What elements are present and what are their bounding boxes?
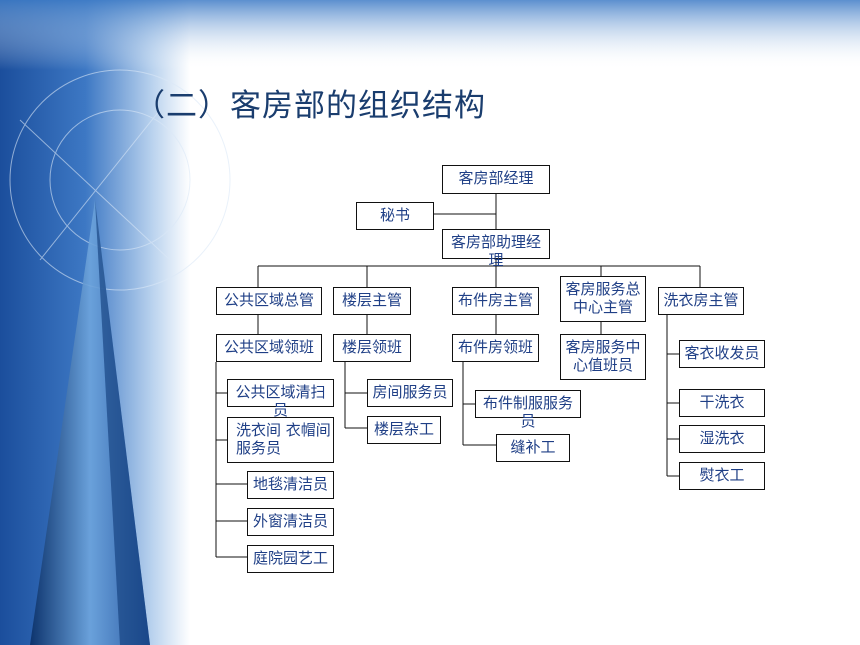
node-linen-captain: 布件房领班 [452,334,539,362]
node-wet-cleaning: 湿洗衣 [679,425,765,453]
node-floor-captain: 楼层领班 [333,334,411,362]
node-service-center-attendant: 客房服务中心值班员 [560,334,646,380]
node-floor-supervisor: 楼层主管 [333,287,411,315]
node-laundry-supervisor: 洗衣房主管 [658,287,744,315]
page-title: （二）客房部的组织结构 [134,88,486,124]
node-dry-cleaning: 干洗衣 [679,389,765,417]
node-seamstress: 缝补工 [496,434,570,462]
node-gardener: 庭院园艺工 [247,545,334,573]
node-secretary: 秘书 [356,202,434,230]
node-floor-worker: 楼层杂工 [367,416,441,444]
node-linen-supervisor: 布件房主管 [452,287,539,315]
node-guest-laundry: 客衣收发员 [679,340,765,368]
node-room-attendant: 房间服务员 [367,379,453,407]
node-service-center-supervisor: 客房服务总中心主管 [560,276,646,322]
node-public-area-cleaner: 公共区域清扫员 [227,379,334,419]
node-manager: 客房部经理 [442,165,550,194]
node-public-area-supervisor: 公共区域总管 [216,287,322,315]
node-assistant-manager: 客房部助理经理 [442,229,550,269]
node-public-area-captain: 公共区域领班 [216,334,322,362]
node-window-cleaner: 外窗清洁员 [247,508,334,536]
node-ironing: 熨衣工 [679,462,765,490]
node-cloakroom-attendant: 洗衣间 衣帽间服务员 [227,417,334,463]
node-carpet-cleaner: 地毯清洁员 [247,471,334,499]
node-uniform-attendant: 布件制服服务员 [475,390,581,430]
